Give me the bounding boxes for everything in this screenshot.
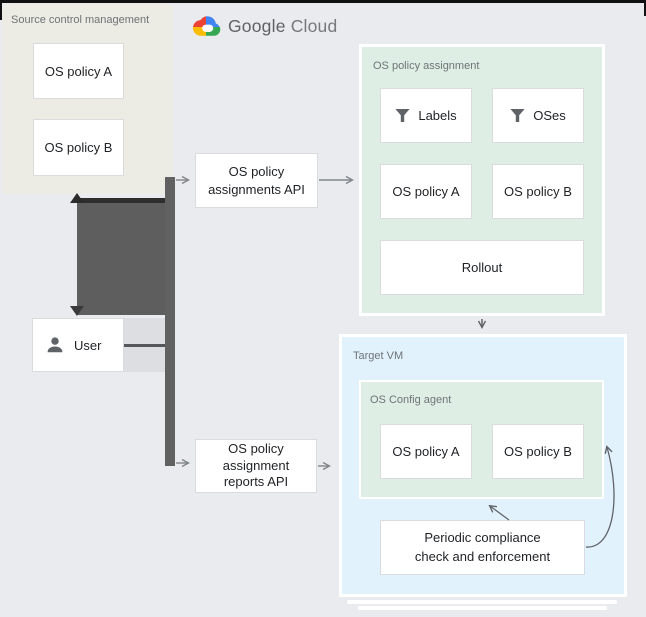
box-label: OS policy A bbox=[44, 63, 113, 79]
oses-box: OSes bbox=[492, 88, 584, 143]
api-label-line: assignment bbox=[222, 457, 290, 473]
periodic-compliance-box: Periodic compliance check and enforcemen… bbox=[380, 520, 585, 575]
google-cloud-logo: Google Cloud bbox=[193, 15, 337, 37]
thick-connector-arrow-down bbox=[70, 306, 84, 316]
box-label: Rollout bbox=[461, 260, 503, 275]
user-label: User bbox=[74, 337, 102, 353]
box-label: OS policy A bbox=[392, 184, 460, 199]
box-label: OSes bbox=[533, 108, 566, 123]
os-policy-assignment-panel: OS policy assignment Labels OSes OS poli… bbox=[359, 44, 605, 316]
thick-connector-arrow-up bbox=[70, 193, 84, 203]
os-policy-b-source-box: OS policy B bbox=[33, 119, 124, 176]
os-config-agent-label: OS Config agent bbox=[370, 394, 452, 406]
google-cloud-icon bbox=[193, 15, 221, 37]
box-label: OS policy B bbox=[504, 184, 572, 199]
filter-icon bbox=[395, 109, 410, 122]
periodic-line: check and enforcement bbox=[414, 548, 551, 564]
os-policy-b-agent-box: OS policy B bbox=[492, 424, 584, 479]
api-label-line: reports API bbox=[223, 474, 289, 490]
logo-google-text: Google bbox=[228, 15, 286, 36]
box-label: OS policy B bbox=[44, 140, 113, 155]
filter-icon bbox=[510, 109, 525, 122]
os-policy-assignments-api-box: OS policy assignments API bbox=[195, 153, 318, 208]
user-box: User bbox=[32, 318, 124, 372]
frame-border-top bbox=[0, 0, 646, 3]
rollout-box: Rollout bbox=[380, 240, 584, 295]
box-label: Labels bbox=[418, 108, 457, 123]
target-vm-label: Target VM bbox=[353, 350, 404, 362]
user-connector-line bbox=[124, 344, 165, 347]
frame-border-right bbox=[644, 0, 646, 16]
os-config-agent-panel: OS Config agent OS policy A OS policy B bbox=[359, 380, 604, 499]
logo-cloud-text: Cloud bbox=[290, 15, 338, 36]
labels-box: Labels bbox=[380, 88, 472, 143]
os-policy-assignment-label: OS policy assignment bbox=[373, 60, 480, 72]
periodic-line: Periodic compliance bbox=[424, 530, 541, 546]
os-policy-a-agent-box: OS policy A bbox=[380, 424, 472, 479]
vm-stack-line-1 bbox=[347, 600, 617, 604]
source-control-label: Source control management bbox=[11, 14, 150, 26]
api-label-line: assignments API bbox=[208, 181, 305, 197]
logo-wordmark: Google Cloud bbox=[228, 16, 337, 37]
api-label-line: OS policy bbox=[228, 163, 285, 179]
os-policy-a-assignment-box: OS policy A bbox=[380, 164, 472, 219]
person-icon bbox=[45, 335, 65, 355]
os-policy-a-source-box: OS policy A bbox=[33, 43, 124, 99]
vm-stack-line-2 bbox=[358, 606, 607, 610]
target-vm-panel: Target VM OS Config agent OS policy A OS… bbox=[339, 334, 627, 597]
api-label-line: OS policy bbox=[228, 441, 284, 457]
os-policy-assignment-reports-api-box: OS policy assignment reports API bbox=[195, 439, 317, 493]
thick-connector-vertical-bar bbox=[165, 177, 175, 466]
os-policy-b-assignment-box: OS policy B bbox=[492, 164, 584, 219]
thick-connector-block bbox=[77, 198, 165, 315]
source-control-panel: Source control management OS policy A OS… bbox=[2, 4, 173, 194]
frame-border-left bbox=[0, 0, 2, 20]
box-label: OS policy A bbox=[392, 444, 460, 459]
box-label: OS policy B bbox=[504, 444, 572, 459]
